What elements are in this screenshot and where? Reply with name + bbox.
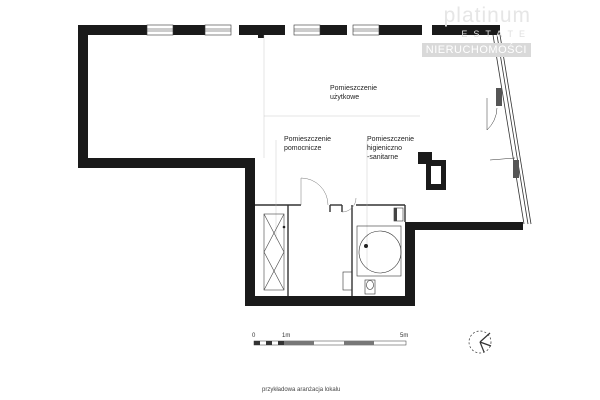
doors (300, 177, 357, 213)
watermark-badge: NIERUCHOMOŚCI (421, 43, 531, 57)
interior-partitions (255, 204, 406, 296)
plan-caption: przykładowa aranżacja lokalu (262, 387, 341, 393)
technical-shaft (418, 152, 446, 190)
watermark-sub: ESTATE (461, 29, 531, 39)
scale-bar: 0 1m 5m (252, 333, 408, 346)
windows (146, 24, 380, 36)
north-arrow-icon (468, 330, 492, 354)
scale-label-end: 5m (400, 333, 408, 339)
bathroom-fixtures (342, 207, 404, 295)
scale-label-mid: 1m (282, 333, 290, 339)
watermark-name: platinum (443, 4, 531, 27)
glazed-facade (486, 34, 532, 225)
storage-cabinet (263, 213, 286, 291)
guide-lines (263, 35, 420, 270)
scale-label-start: 0 (252, 333, 256, 339)
watermark-logo: platinum ESTATE NIERUCHOMOŚCI (421, 4, 531, 58)
outer-walls (78, 25, 523, 306)
